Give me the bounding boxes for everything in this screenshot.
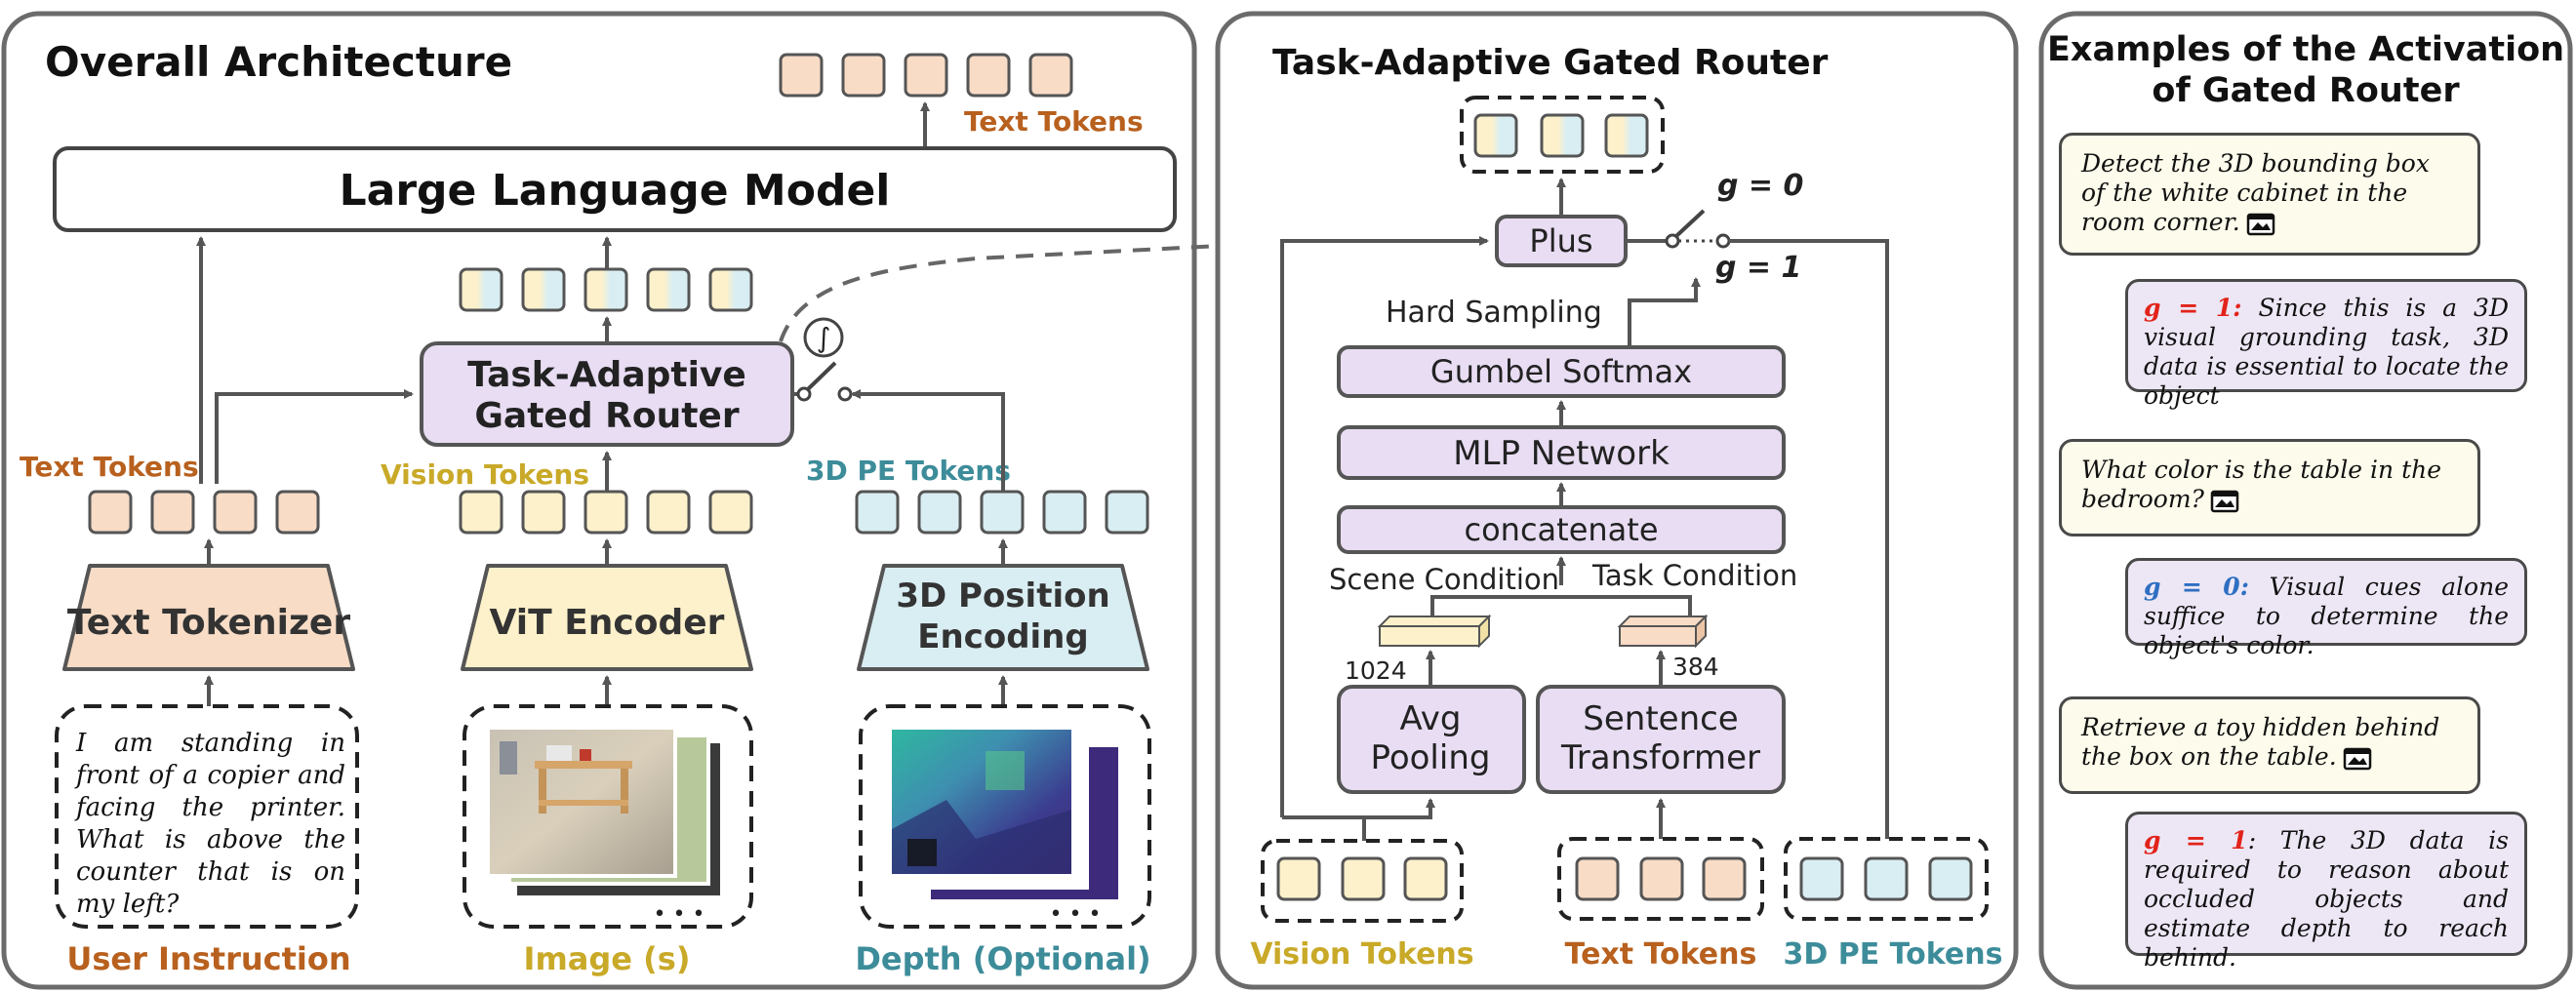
example-answer-2: g = 0: Visual cues alone suffice to dete… [2125,558,2527,659]
sentence-transformer-line1: Sentence [1583,699,1738,738]
avg-pooling-line2: Pooling [1371,738,1491,777]
router-label-line1: Task-Adaptive [467,355,746,395]
zoom-connector [779,244,1221,342]
image-icon [2210,489,2239,514]
llm-box [53,146,1177,232]
pe-tokens-label: 3D PE Tokens [806,455,1011,487]
example-question-2: What color is the table in the bedroom? [2059,439,2480,536]
gumbel-box [1337,345,1786,398]
mlp-box [1337,425,1786,480]
overall-panel [1,11,1197,990]
detail-vision-tokens [1276,856,1448,901]
detail-vision-tokens-label: Vision Tokens [1250,937,1473,972]
text-tokenizer-label: Text Tokenizer [67,603,350,643]
sentence-transformer-box [1536,685,1786,794]
example-answer-3: g = 1: The 3D data is required to reason… [2125,812,2527,972]
gate-contact-right [1715,233,1731,249]
depth-label: Depth (Optional) [855,940,1150,977]
avg-pooling-box [1337,685,1526,794]
examples-title-line2: of Gated Router [2152,71,2460,110]
pe-encoding-box [857,564,1149,671]
example-answer-3-text: : The 3D data is required to reason abou… [2144,826,2509,972]
task-dim-label: 384 [1672,653,1719,681]
detail-text-tokens-label: Text Tokens [1565,937,1757,972]
gumbel-label: Gumbel Softmax [1430,353,1692,390]
examples-panel [2038,11,2573,990]
scene-feature-slab [1377,614,1492,649]
example-answer-1-text: Since this is a 3D visual grounding task… [2144,294,2509,410]
vit-encoder-box [461,564,753,671]
router-label-line2: Gated Router [474,396,739,436]
concat-box [1337,505,1786,554]
mixed-output-tokens [1473,113,1649,158]
example-answer-3-g: g = 1 [2144,826,2248,854]
example-answer-2-text: Visual cues alone suffice to determine t… [2144,573,2509,659]
g-zero-label: g = 0 [1717,169,1803,203]
example-question-1: Detect the 3D bounding box of the white … [2059,133,2480,256]
scene-condition-label: Scene Condition [1329,563,1559,596]
integral-icon [803,317,844,358]
scene-dim-label: 1024 [1345,656,1407,685]
g-one-label: g = 1 [1715,251,1801,285]
switch-contact-left [796,386,812,402]
integral-symbol: ∫ [817,322,831,354]
example-question-3: Retrieve a toy hidden behind the box on … [2059,696,2480,794]
avg-pooling-line1: Avg [1400,699,1462,738]
example-question-2-text: What color is the table in the bedroom? [2081,456,2442,513]
image-icon [2246,212,2275,237]
detail-pe-tokens [1799,856,1973,901]
router-panel [1215,11,2019,990]
image-icon [2343,746,2372,772]
images-label: Image (s) [524,940,691,977]
detail-pe-tokens-label: 3D PE Tokens [1784,937,2003,972]
hard-sampling-label: Hard Sampling [1386,296,1602,330]
overall-title: Overall Architecture [45,38,512,86]
instruction-box [55,704,359,929]
example-answer-2-g: g = 0: [2144,573,2249,601]
instruction-text: I am standing in front of a copier and f… [76,729,345,919]
gate-contact-left [1665,233,1680,249]
user-instruction-label: User Instruction [66,940,350,977]
room-photo-stack [486,726,720,895]
example-answer-1: g = 1: Since this is a 3D visual groundi… [2125,279,2527,410]
depth-map-stack [888,726,1118,899]
router-detail-title: Task-Adaptive Gated Router [1272,43,1829,83]
images-ellipsis: • • • [654,902,705,927]
vision-tokens-label: Vision Tokens [381,458,589,491]
example-question-1-text: Detect the 3D bounding box of the white … [2081,149,2430,236]
llm-label: Large Language Model [340,166,891,216]
concat-label: concatenate [1464,511,1658,548]
task-feature-slab [1617,614,1709,649]
sentence-transformer-line2: Transformer [1560,738,1760,777]
detail-text-tokens [1575,856,1747,901]
text-tokens [88,490,320,535]
examples-title-line1: Examples of the Activation [2047,30,2564,69]
task-condition-label: Task Condition [1591,559,1797,592]
plus-label: Plus [1529,222,1592,259]
pe-encoding-line2: Encoding [917,617,1088,656]
pe-tokens [855,490,1149,535]
vision-tokens [459,490,753,535]
switch-contact-right [837,386,853,402]
text-tokenizer-box [62,564,355,671]
vit-encoder-label: ViT Encoder [490,603,725,643]
output-text-tokens-label: Text Tokens [964,105,1144,138]
example-answer-1-g: g = 1: [2144,294,2242,322]
router-output-tokens [459,267,753,312]
example-question-3-text: Retrieve a toy hidden behind the box on … [2081,713,2440,771]
depth-ellipsis: • • • [1050,902,1102,927]
pe-encoding-line1: 3D Position [896,576,1109,616]
text-tokens-label: Text Tokens [20,451,199,483]
output-text-tokens [779,53,1073,98]
mlp-label: MLP Network [1453,434,1670,473]
